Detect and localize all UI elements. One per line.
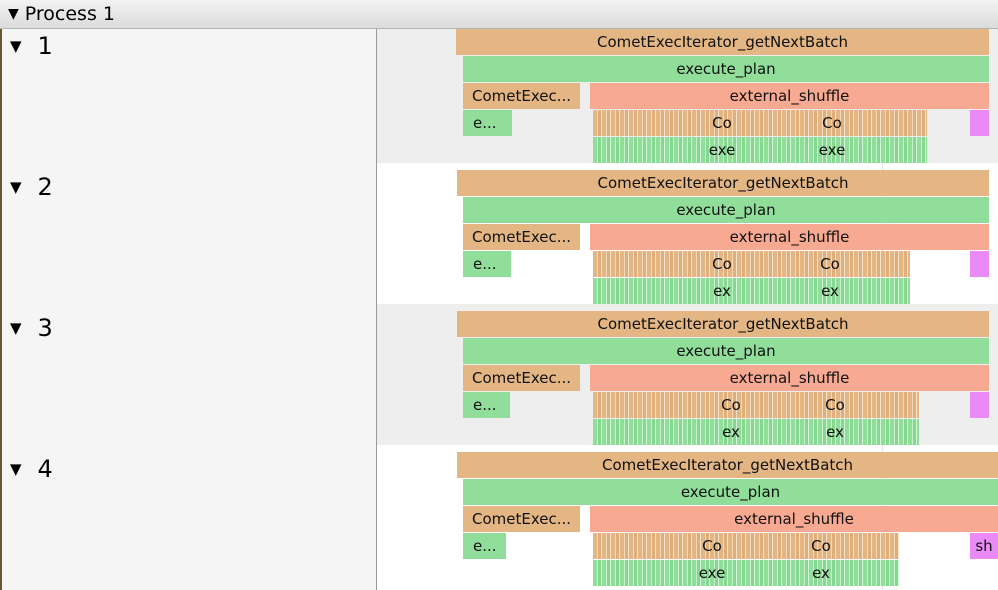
slice-comet-group[interactable] — [593, 533, 899, 559]
thread-label-2[interactable]: ▼ 2 — [10, 169, 53, 205]
slice-comet-exec[interactable]: CometExec... — [463, 224, 580, 250]
slice-label-ex: exe — [818, 141, 846, 159]
slice-exec-group[interactable] — [593, 278, 910, 304]
thread-number: 1 — [37, 32, 53, 60]
slice-comet-group[interactable] — [593, 110, 927, 136]
slice-label-co: Co — [702, 537, 722, 555]
slice-label-co: Co — [811, 537, 831, 555]
slice-shuffle-other[interactable] — [970, 251, 989, 277]
slice-comet-group[interactable] — [593, 251, 910, 277]
slice-exec-group[interactable] — [593, 419, 919, 445]
slice-label-ex: exe — [708, 141, 736, 159]
slice-external-shuffle[interactable]: external_shuffle — [590, 506, 998, 532]
thread-number: 4 — [37, 455, 53, 483]
slice-getNextBatch[interactable]: CometExecIterator_getNextBatch — [456, 29, 989, 55]
triangle-down-icon[interactable]: ▼ — [10, 178, 22, 196]
slice-comet-group[interactable] — [593, 392, 919, 418]
slice-exec-group[interactable] — [593, 137, 927, 163]
thread-label-3[interactable]: ▼ 3 — [10, 310, 53, 346]
triangle-down-icon[interactable]: ▼ — [10, 319, 22, 337]
slice-label-co: Co — [825, 396, 845, 414]
slice-shuffle-other[interactable]: sh — [970, 533, 998, 559]
process-header[interactable]: ▼ Process 1 — [0, 0, 998, 29]
thread-label-1[interactable]: ▼ 1 — [10, 28, 53, 64]
slice-execute-short[interactable]: e... — [463, 533, 506, 559]
process-title: Process 1 — [24, 3, 115, 25]
slice-label-co: Co — [822, 114, 842, 132]
slice-execute-plan[interactable]: execute_plan — [463, 338, 989, 364]
slice-shuffle-other[interactable] — [970, 110, 989, 136]
slice-external-shuffle[interactable]: external_shuffle — [590, 83, 989, 109]
slice-comet-exec[interactable]: CometExec... — [463, 506, 580, 532]
slice-label-co: Co — [820, 255, 840, 273]
slice-shuffle-other[interactable] — [970, 392, 989, 418]
slice-execute-plan[interactable]: execute_plan — [463, 479, 998, 505]
slice-label-ex: ex — [826, 423, 844, 441]
slice-label-ex: exe — [698, 564, 726, 582]
slice-label-ex: ex — [812, 564, 830, 582]
slice-label-ex: ex — [722, 423, 740, 441]
slice-exec-group[interactable] — [593, 560, 899, 586]
left-edge-strip — [0, 29, 2, 590]
slice-getNextBatch[interactable]: CometExecIterator_getNextBatch — [457, 170, 989, 196]
slice-label-co: Co — [721, 396, 741, 414]
slice-execute-short[interactable]: e... — [463, 392, 510, 418]
slice-label-co: Co — [712, 114, 732, 132]
slice-label-ex: ex — [821, 282, 839, 300]
slice-external-shuffle[interactable]: external_shuffle — [590, 365, 989, 391]
slice-label-co: Co — [712, 255, 732, 273]
slice-comet-exec[interactable]: CometExec... — [463, 83, 580, 109]
slice-getNextBatch[interactable]: CometExecIterator_getNextBatch — [457, 452, 998, 478]
triangle-down-icon[interactable]: ▼ — [10, 460, 22, 478]
thread-label-4[interactable]: ▼ 4 — [10, 451, 53, 487]
slice-label-ex: ex — [713, 282, 731, 300]
slice-execute-short[interactable]: e... — [463, 110, 512, 136]
slice-execute-plan[interactable]: execute_plan — [463, 197, 989, 223]
thread-number: 3 — [37, 314, 53, 342]
slice-getNextBatch[interactable]: CometExecIterator_getNextBatch — [457, 311, 989, 337]
thread-number: 2 — [37, 173, 53, 201]
slice-execute-plan[interactable]: execute_plan — [463, 56, 989, 82]
slice-comet-exec[interactable]: CometExec... — [463, 365, 580, 391]
triangle-down-icon[interactable]: ▼ — [10, 37, 22, 55]
slice-external-shuffle[interactable]: external_shuffle — [590, 224, 989, 250]
thread-list-pane — [0, 29, 377, 590]
triangle-down-icon[interactable]: ▼ — [8, 6, 19, 22]
slice-execute-short[interactable]: e... — [463, 251, 511, 277]
